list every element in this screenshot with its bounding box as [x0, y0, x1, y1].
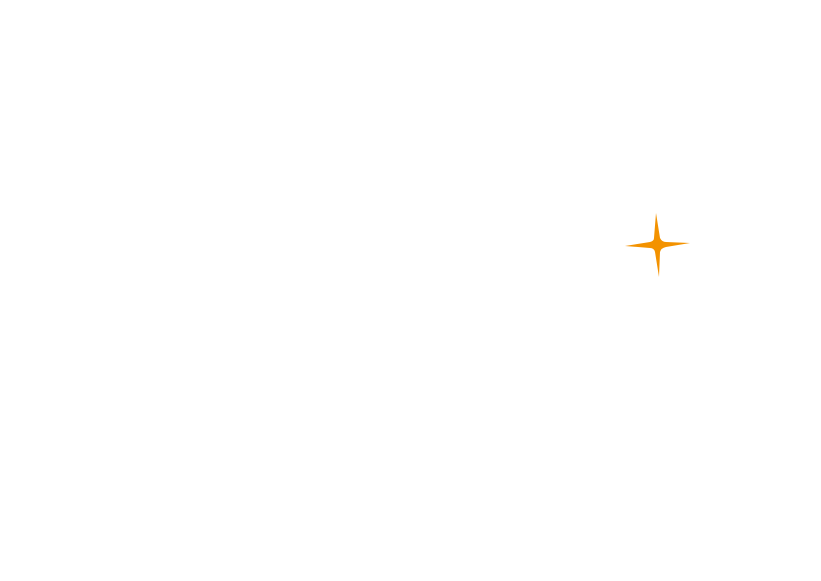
four-point-star-icon — [625, 213, 690, 277]
